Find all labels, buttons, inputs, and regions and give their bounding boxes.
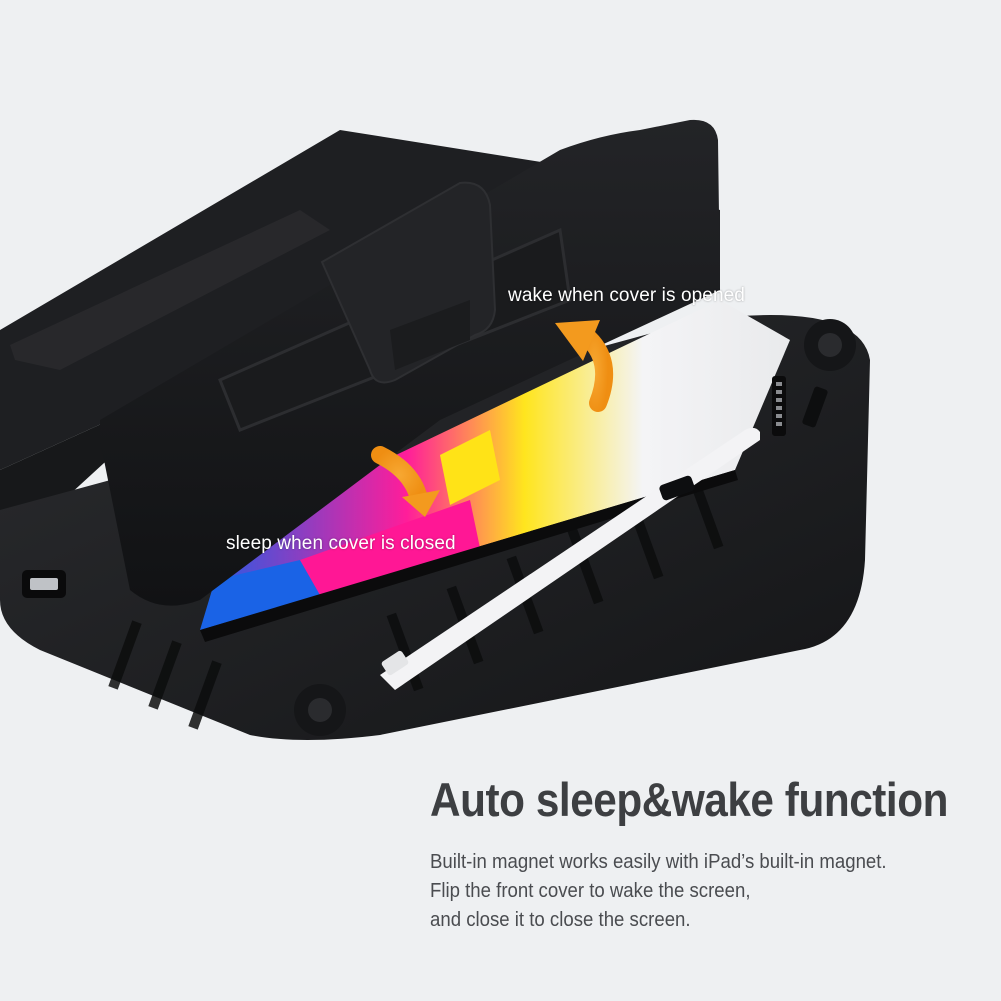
feature-heading: Auto sleep&wake function	[430, 773, 949, 826]
brand-logo	[770, 376, 790, 441]
description-line-1: Built-in magnet works easily with iPad’s…	[430, 851, 887, 873]
description-line-3: and close it to close the screen.	[430, 909, 691, 931]
sleep-callout: sleep when cover is closed	[226, 533, 456, 554]
case-front-cover	[100, 119, 720, 606]
arrow-down-icon	[371, 446, 440, 517]
feature-description: Built-in magnet works easily with iPad’s…	[430, 848, 887, 935]
arrow-up-icon	[555, 320, 614, 412]
description-line-2: Flip the front cover to wake the screen,	[430, 880, 751, 902]
wake-callout: wake when cover is opened	[508, 285, 745, 306]
